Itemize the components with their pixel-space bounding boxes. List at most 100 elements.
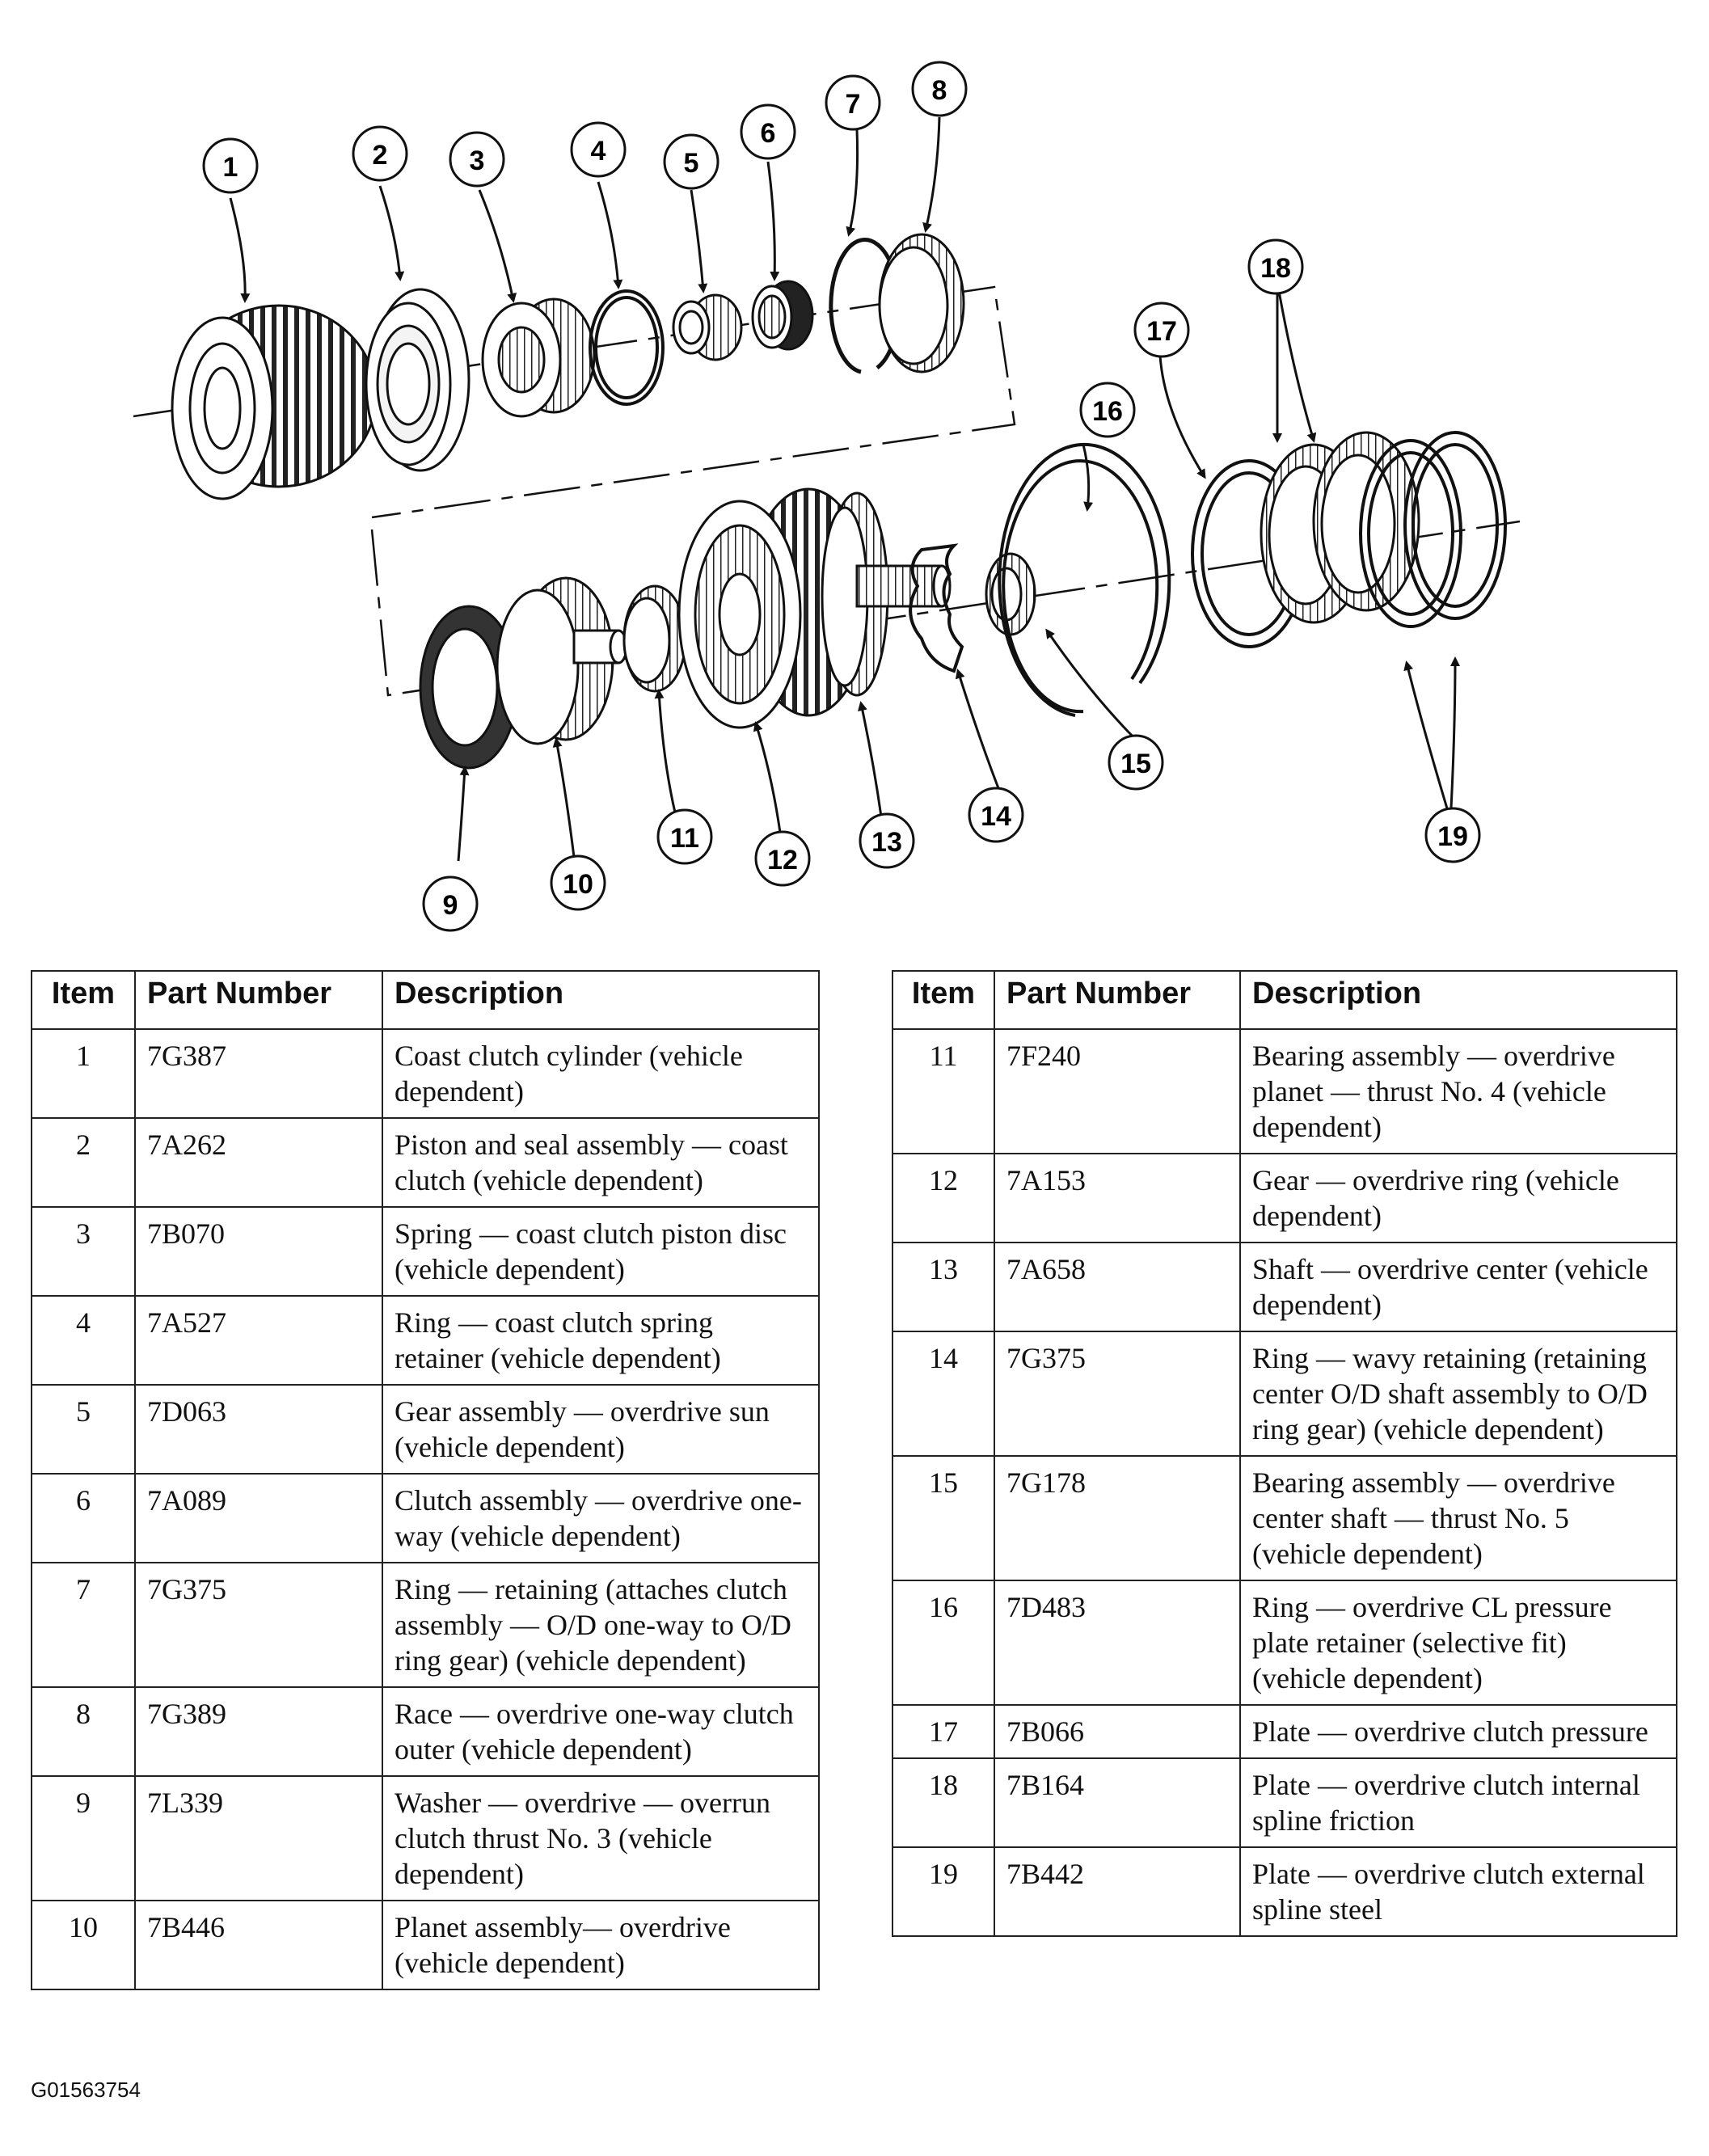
callout-circles bbox=[202, 61, 1481, 932]
part-number-cell: 7A262 bbox=[134, 1117, 383, 1208]
item-cell: 15 bbox=[892, 1455, 995, 1581]
header-item: Item bbox=[892, 970, 995, 1030]
callout-9: 9 bbox=[443, 890, 458, 921]
part-5-sun-gear bbox=[672, 293, 743, 361]
item-cell: 3 bbox=[31, 1206, 136, 1297]
part-9-washer bbox=[419, 605, 519, 770]
part-number-cell: 7G387 bbox=[134, 1028, 383, 1119]
description-cell: Bearing assembly — overdrive planet — th… bbox=[1239, 1028, 1677, 1154]
part-10-planet-assembly bbox=[496, 576, 628, 745]
part-number-cell: 7A153 bbox=[994, 1153, 1241, 1243]
description-cell: Shaft — overdrive center (vehicle depend… bbox=[1239, 1242, 1677, 1332]
part-16-retainer-ring bbox=[998, 442, 1171, 717]
description-cell: Ring — overdrive CL pressure plate retai… bbox=[1239, 1580, 1677, 1706]
figure-code: G01563754 bbox=[31, 2078, 141, 2102]
part-2-piston-and-seal bbox=[365, 288, 471, 472]
description-cell: Ring — retaining (attaches clutch assemb… bbox=[382, 1562, 820, 1688]
item-cell: 13 bbox=[892, 1242, 995, 1332]
part-number-cell: 7B070 bbox=[134, 1206, 383, 1297]
part-number-cell: 7F240 bbox=[994, 1028, 1241, 1154]
callout-16: 16 bbox=[1092, 396, 1123, 427]
part-4-ring bbox=[589, 289, 665, 406]
description-cell: Planet assembly— overdrive (vehicle depe… bbox=[382, 1900, 820, 1990]
description-cell: Ring — wavy retaining (retaining center … bbox=[1239, 1331, 1677, 1457]
item-cell: 16 bbox=[892, 1580, 995, 1706]
exploded-view-diagram: 1 2 3 4 5 6 7 8 9 10 11 12 13 14 15 16 1… bbox=[133, 61, 1521, 932]
callout-4: 4 bbox=[591, 136, 606, 167]
part-13-center-shaft bbox=[821, 492, 952, 697]
callout-18: 18 bbox=[1260, 253, 1291, 284]
part-3-spring-disc bbox=[481, 297, 596, 418]
description-cell: Plate — overdrive clutch external spline… bbox=[1239, 1846, 1677, 1937]
part-number-cell: 7B446 bbox=[134, 1900, 383, 1990]
callout-10: 10 bbox=[563, 869, 593, 900]
item-cell: 19 bbox=[892, 1846, 995, 1937]
description-cell: Ring — coast clutch spring retainer (veh… bbox=[382, 1295, 820, 1386]
item-cell: 14 bbox=[892, 1331, 995, 1457]
description-cell: Washer — overdrive — overrun clutch thru… bbox=[382, 1775, 820, 1901]
table-header-row: Item Part Number Description bbox=[892, 970, 1677, 1030]
callout-labels: 1 2 3 4 5 6 7 8 9 10 11 12 13 14 15 16 1… bbox=[223, 75, 1468, 921]
part-number-cell: 7G389 bbox=[134, 1686, 383, 1777]
header-part-number: Part Number bbox=[994, 970, 1241, 1030]
part-number-cell: 7G178 bbox=[994, 1455, 1241, 1581]
item-cell: 6 bbox=[31, 1473, 136, 1563]
part-number-cell: 7D063 bbox=[134, 1384, 383, 1475]
item-cell: 9 bbox=[31, 1775, 136, 1901]
header-description: Description bbox=[382, 970, 820, 1030]
part-19-steel-plates bbox=[1359, 431, 1507, 628]
description-cell: Plate — overdrive clutch pressure bbox=[1239, 1704, 1677, 1759]
description-cell: Coast clutch cylinder (vehicle dependent… bbox=[382, 1028, 820, 1119]
description-cell: Clutch assembly — overdrive one-way (veh… bbox=[382, 1473, 820, 1563]
leader-arrows bbox=[229, 116, 1460, 862]
description-cell: Plate — overdrive clutch internal spline… bbox=[1239, 1757, 1677, 1848]
header-item: Item bbox=[31, 970, 136, 1030]
part-number-cell: 7G375 bbox=[134, 1562, 383, 1688]
part-number-cell: 7A658 bbox=[994, 1242, 1241, 1332]
callout-1: 1 bbox=[223, 152, 238, 183]
item-cell: 12 bbox=[892, 1153, 995, 1243]
item-cell: 17 bbox=[892, 1704, 995, 1759]
description-cell: Piston and seal assembly — coast clutch … bbox=[382, 1117, 820, 1208]
description-cell: Race — overdrive one-way clutch outer (v… bbox=[382, 1686, 820, 1777]
part-number-cell: 7L339 bbox=[134, 1775, 383, 1901]
callout-5: 5 bbox=[684, 148, 699, 179]
callout-3: 3 bbox=[470, 146, 485, 176]
item-cell: 4 bbox=[31, 1295, 136, 1386]
part-1-coast-clutch-cylinder bbox=[171, 304, 378, 500]
part-number-cell: 7B164 bbox=[994, 1757, 1241, 1848]
item-cell: 18 bbox=[892, 1757, 995, 1848]
item-cell: 5 bbox=[31, 1384, 136, 1475]
callout-13: 13 bbox=[871, 827, 902, 858]
callout-6: 6 bbox=[761, 118, 776, 149]
callout-19: 19 bbox=[1437, 821, 1468, 852]
description-cell: Spring — coast clutch piston disc (vehic… bbox=[382, 1206, 820, 1297]
part-number-cell: 7A527 bbox=[134, 1295, 383, 1386]
part-6-one-way-clutch bbox=[751, 280, 814, 351]
callout-2: 2 bbox=[373, 140, 388, 171]
description-cell: Gear assembly — overdrive sun (vehicle d… bbox=[382, 1384, 820, 1475]
callout-7: 7 bbox=[846, 89, 861, 120]
description-cell: Bearing assembly — overdrive center shaf… bbox=[1239, 1455, 1677, 1581]
part-number-cell: 7B066 bbox=[994, 1704, 1241, 1759]
part-8-outer-race bbox=[878, 233, 965, 373]
callout-12: 12 bbox=[767, 845, 798, 875]
item-cell: 1 bbox=[31, 1028, 136, 1119]
item-cell: 8 bbox=[31, 1686, 136, 1777]
callout-17: 17 bbox=[1146, 316, 1177, 347]
item-cell: 2 bbox=[31, 1117, 136, 1208]
part-number-cell: 7A089 bbox=[134, 1473, 383, 1563]
